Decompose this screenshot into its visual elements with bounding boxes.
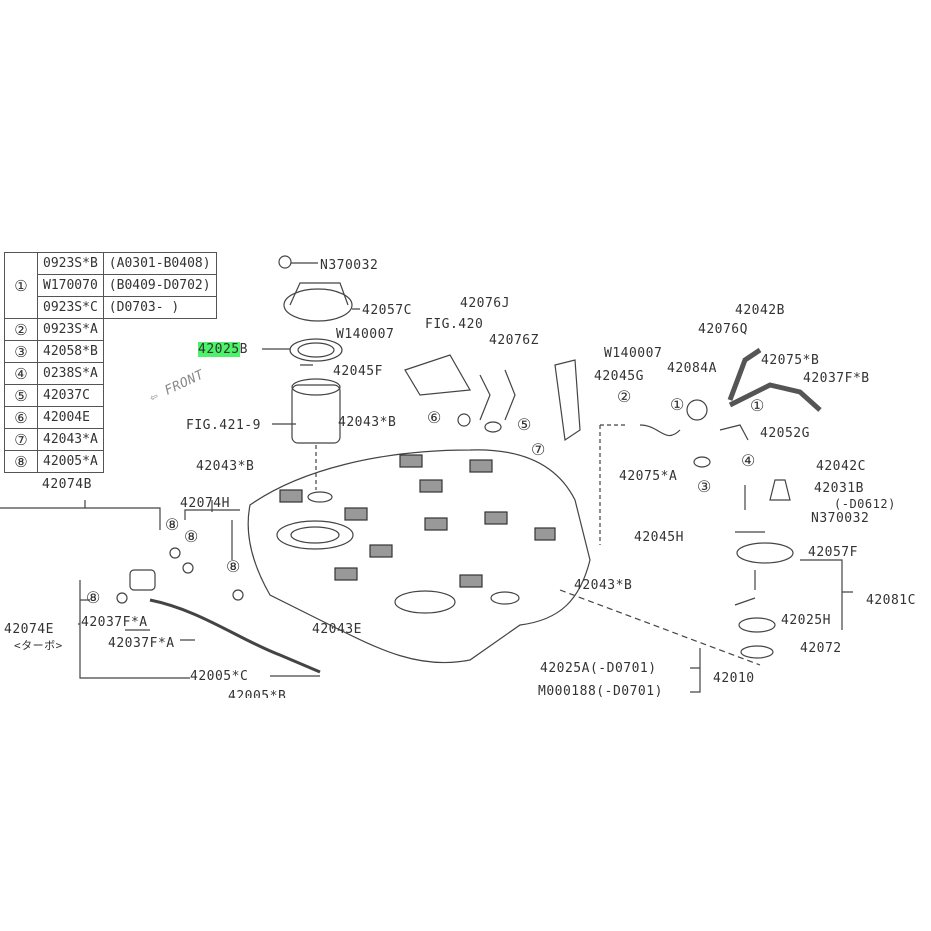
legend-part: 42043*A — [37, 428, 104, 451]
label-42052g: 42052G — [760, 426, 810, 441]
legend-callout: ⑦ — [4, 428, 38, 451]
retainer-ring — [283, 288, 353, 322]
label-42025h: 42025H — [781, 613, 831, 628]
legend-part: 42058*B — [37, 340, 104, 363]
legend-part: 42005*A — [37, 450, 104, 473]
label-42037fa: 42037F*A — [108, 636, 175, 651]
label-42025a: 42025A(-D0701) — [540, 661, 657, 676]
callout-8: ⑧ — [226, 557, 241, 576]
legend-row: 0923S*C (D0703- ) — [5, 296, 217, 319]
part-legend-table: ① 0923S*B (A0301-B0408) W170070 (B0409-D… — [4, 252, 217, 473]
callout-6: ⑥ — [427, 408, 442, 427]
label-42074h: 42074H — [180, 496, 230, 511]
label-n370032: N370032 — [811, 511, 870, 526]
callout-5: ⑤ — [517, 415, 532, 434]
label-42031b: 42031B — [814, 481, 864, 496]
label-42074b: 42074B — [42, 477, 92, 492]
callout-1: ① — [670, 395, 685, 414]
label-42037fb: 42037F*B — [803, 371, 870, 386]
callout-1: ① — [750, 396, 765, 415]
tank-opening — [394, 590, 456, 614]
label-42045h: 42045H — [634, 530, 684, 545]
legend-range: (D0703- ) — [102, 296, 217, 319]
callout-8: ⑧ — [165, 515, 180, 534]
legend-range: (A0301-B0408) — [102, 252, 217, 275]
retainer-ring-42057f — [736, 542, 794, 564]
legend-callout: ⑧ — [4, 450, 38, 473]
label-42076q: 42076Q — [698, 322, 748, 337]
label-fig420: FIG.420 — [425, 317, 484, 332]
legend-callout: ② — [4, 318, 38, 341]
legend-row: W170070 (B0409-D0702) — [5, 274, 217, 297]
insulator-pads — [279, 454, 556, 588]
callout-8: ⑧ — [184, 527, 199, 546]
legend-callout: ④ — [4, 362, 38, 385]
legend-part: 42004E — [37, 406, 104, 429]
legend-part: 0923S*C — [37, 296, 104, 319]
label-turbo: <ターボ> — [14, 639, 63, 652]
fuel-tank — [247, 449, 591, 664]
legend-part: 0923S*A — [37, 318, 104, 341]
label-42045g: 42045G — [594, 369, 644, 384]
legend-part: 0238S*A — [37, 362, 104, 385]
callout-7: ⑦ — [531, 440, 546, 459]
label-42043b: 42043*B — [574, 578, 633, 593]
legend-part: 0923S*B — [37, 252, 104, 275]
label-42043b: 42043*B — [196, 459, 255, 474]
label-42057f: 42057F — [808, 545, 858, 560]
label-42072: 42072 — [800, 641, 842, 656]
label-fig421-9: FIG.421-9 — [186, 418, 261, 433]
legend-part: W170070 — [37, 274, 104, 297]
legend-row: ① 0923S*B (A0301-B0408) — [4, 252, 217, 319]
label-w140007: W140007 — [604, 346, 663, 361]
label-42042c: 42042C — [816, 459, 866, 474]
label-42043e: 42043E — [312, 622, 362, 637]
label-42043b: 42043*B — [338, 415, 397, 430]
label-42005b: 42005*B — [228, 690, 287, 698]
label-42057c: 42057C — [362, 303, 412, 318]
label-42074e: 42074E — [4, 622, 54, 637]
label-42005c: 42005*C — [190, 669, 249, 684]
label-42042b: 42042B — [735, 303, 785, 318]
label-42045f: 42045F — [333, 364, 383, 379]
highlighted-part-number: 42025 — [198, 342, 240, 357]
legend-callout: ⑤ — [4, 384, 38, 407]
callout-2: ② — [617, 387, 632, 406]
part-suffix: B — [239, 342, 248, 357]
tank-opening — [276, 520, 354, 550]
label-42025b: 42025B — [198, 342, 248, 357]
label-42031b-range: (-D0612) — [834, 497, 896, 511]
label-42075a: 42075*A — [619, 469, 678, 484]
gasket-42025b — [289, 338, 343, 362]
label-42010: 42010 — [713, 671, 755, 686]
label-w140007: W140007 — [336, 327, 395, 342]
label-42037fa: 42037F*A — [81, 615, 148, 630]
callout-4: ④ — [741, 451, 756, 470]
fuel-pump-module — [291, 384, 341, 444]
label-42076j: 42076J — [460, 296, 510, 311]
label-n370032: N370032 — [320, 258, 379, 273]
label-42075b: 42075*B — [761, 353, 820, 368]
legend-callout-1: ① — [4, 252, 38, 319]
label-42081c: 42081C — [866, 593, 916, 608]
label-42084a: 42084A — [667, 361, 717, 376]
legend-callout: ⑥ — [4, 406, 38, 429]
callout-8: ⑧ — [86, 588, 101, 607]
legend-callout: ③ — [4, 340, 38, 363]
legend-range: (B0409-D0702) — [102, 274, 217, 297]
callout-3: ③ — [697, 477, 712, 496]
label-m000188: M000188(-D0701) — [538, 684, 663, 699]
legend-part: 42037C — [37, 384, 104, 407]
label-42076z: 42076Z — [489, 333, 539, 348]
